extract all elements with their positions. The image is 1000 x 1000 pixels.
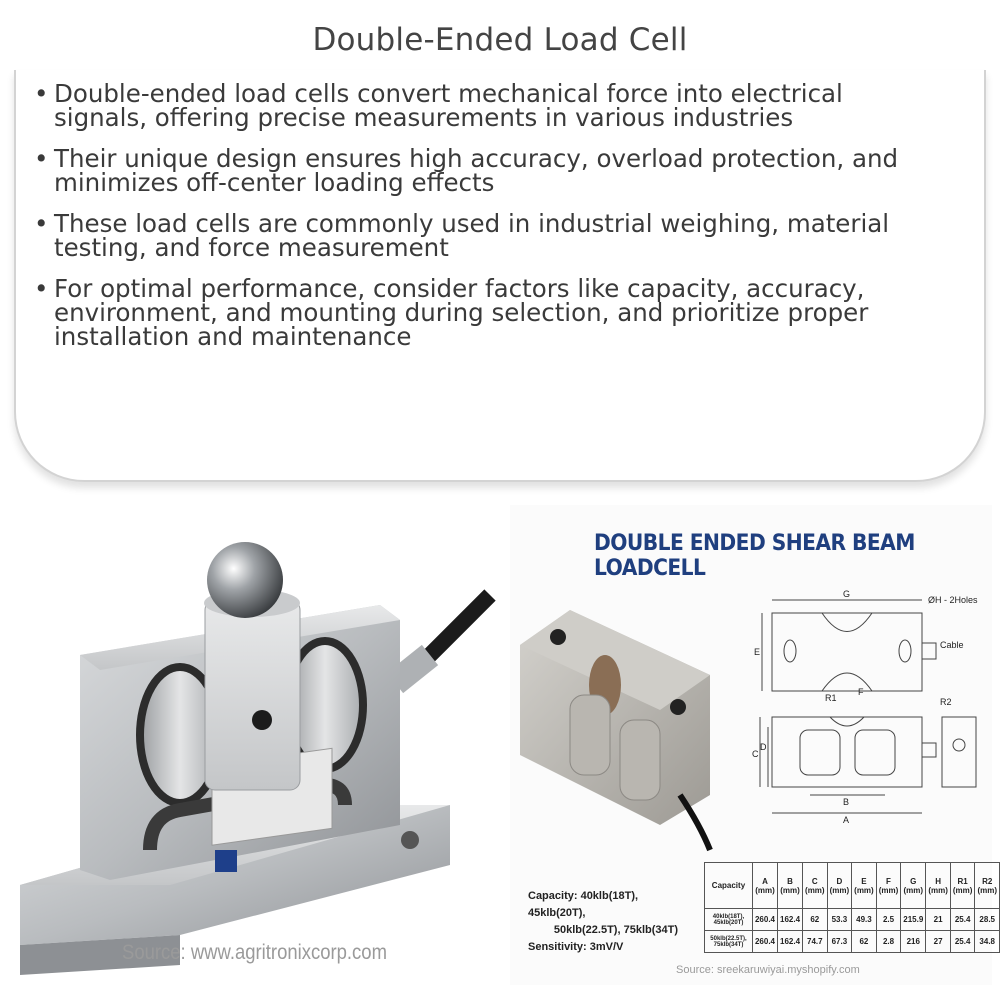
table-header-capacity: Capacity — [704, 862, 753, 909]
dim-label-d: D — [760, 742, 767, 752]
bullet-item: Double-ended load cells convert mechanic… — [34, 81, 934, 130]
table-header: R1(mm) — [949, 862, 976, 909]
table-header: A(mm) — [751, 862, 779, 909]
right-image-source: Source: sreekaruwiyai.myshopify.com — [676, 964, 860, 976]
table-header: H(mm) — [925, 862, 951, 909]
table-cell-capacity: 50klb(22.5T), 75klb(34T) — [704, 930, 753, 953]
table-cell: 49.3 — [851, 908, 877, 931]
table-cell: 53.3 — [826, 908, 853, 931]
dim-label-a: A — [843, 815, 849, 825]
table-header: G(mm) — [900, 862, 927, 909]
table-header-row: Capacity A(mm) B(mm) C(mm) D(mm) E(mm) F… — [704, 862, 1000, 909]
datasheet-heading: DOUBLE ENDED SHEAR BEAM LOADCELL — [594, 531, 915, 581]
table-cell: 28.5 — [974, 908, 1000, 931]
specs-block: Capacity: 40klb(18T), 45klb(20T), 50klb(… — [528, 888, 678, 956]
dim-label-c: C — [752, 749, 759, 759]
left-image-source: Source: www.agritronixcorp.com — [122, 941, 387, 964]
table-cell: 25.4 — [949, 930, 976, 953]
dimension-table: Capacity A(mm) B(mm) C(mm) D(mm) E(mm) F… — [704, 862, 1000, 953]
table-cell: 74.7 — [802, 930, 828, 953]
table-row: 50klb(22.5T), 75klb(34T) 260.4 162.4 74.… — [704, 930, 1000, 953]
table-cell: 216 — [900, 930, 927, 953]
table-cell: 215.9 — [900, 908, 927, 931]
bullet-item: Their unique design ensures high accurac… — [34, 146, 934, 195]
table-cell: 162.4 — [776, 930, 804, 953]
table-header: D(mm) — [826, 862, 853, 909]
table-cell: 162.4 — [776, 908, 804, 931]
table-cell: 21 — [925, 908, 951, 931]
dim-label-f: F — [858, 687, 864, 697]
load-cell-photo — [20, 542, 496, 975]
table-row: 40klb(18T), 45klb(20T) 260.4 162.4 62 53… — [704, 908, 1000, 931]
bullet-item: These load cells are commonly used in in… — [34, 211, 934, 260]
dim-label-e: E — [754, 647, 760, 657]
table-cell: 2.8 — [875, 930, 902, 953]
dim-label-r1: R1 — [825, 693, 837, 703]
dim-label-r2: R2 — [940, 697, 952, 707]
page-title: Double-Ended Load Cell — [312, 22, 688, 58]
table-cell: 27 — [925, 930, 951, 953]
table-cell: 2.5 — [875, 908, 902, 931]
bullet-list: Double-ended load cells convert mechanic… — [34, 81, 934, 366]
table-cell: 260.4 — [751, 930, 779, 953]
table-cell: 67.3 — [826, 930, 853, 953]
dim-label-holes: ØH - 2Holes — [928, 595, 978, 605]
table-header: C(mm) — [802, 862, 828, 909]
table-cell-capacity: 40klb(18T), 45klb(20T) — [704, 908, 753, 931]
table-cell: 25.4 — [949, 908, 976, 931]
sensitivity: Sensitivity: 3mV/V — [528, 941, 624, 953]
table-cell: 34.8 — [974, 930, 1000, 953]
capacity-line-2: 50klb(22.5T), 75klb(34T) — [553, 924, 678, 936]
table-header: B(mm) — [776, 862, 804, 909]
table-header: F(mm) — [875, 862, 902, 909]
dim-label-cable: Cable — [940, 640, 964, 650]
table-cell: 260.4 — [751, 908, 779, 931]
table-cell: 62 — [851, 930, 877, 953]
bullet-item: For optimal performance, consider factor… — [34, 276, 934, 349]
capacity-line-1: Capacity: 40klb(18T), 45klb(20T), — [528, 890, 639, 919]
dim-label-b: B — [843, 797, 849, 807]
dim-label-g: G — [843, 589, 850, 599]
table-header: R2(mm) — [974, 862, 1000, 909]
table-header: E(mm) — [851, 862, 877, 909]
datasheet-drawing: G ØH - 2Holes Cable E R1 F R2 C D B A — [520, 589, 978, 852]
table-cell: 62 — [802, 908, 828, 931]
